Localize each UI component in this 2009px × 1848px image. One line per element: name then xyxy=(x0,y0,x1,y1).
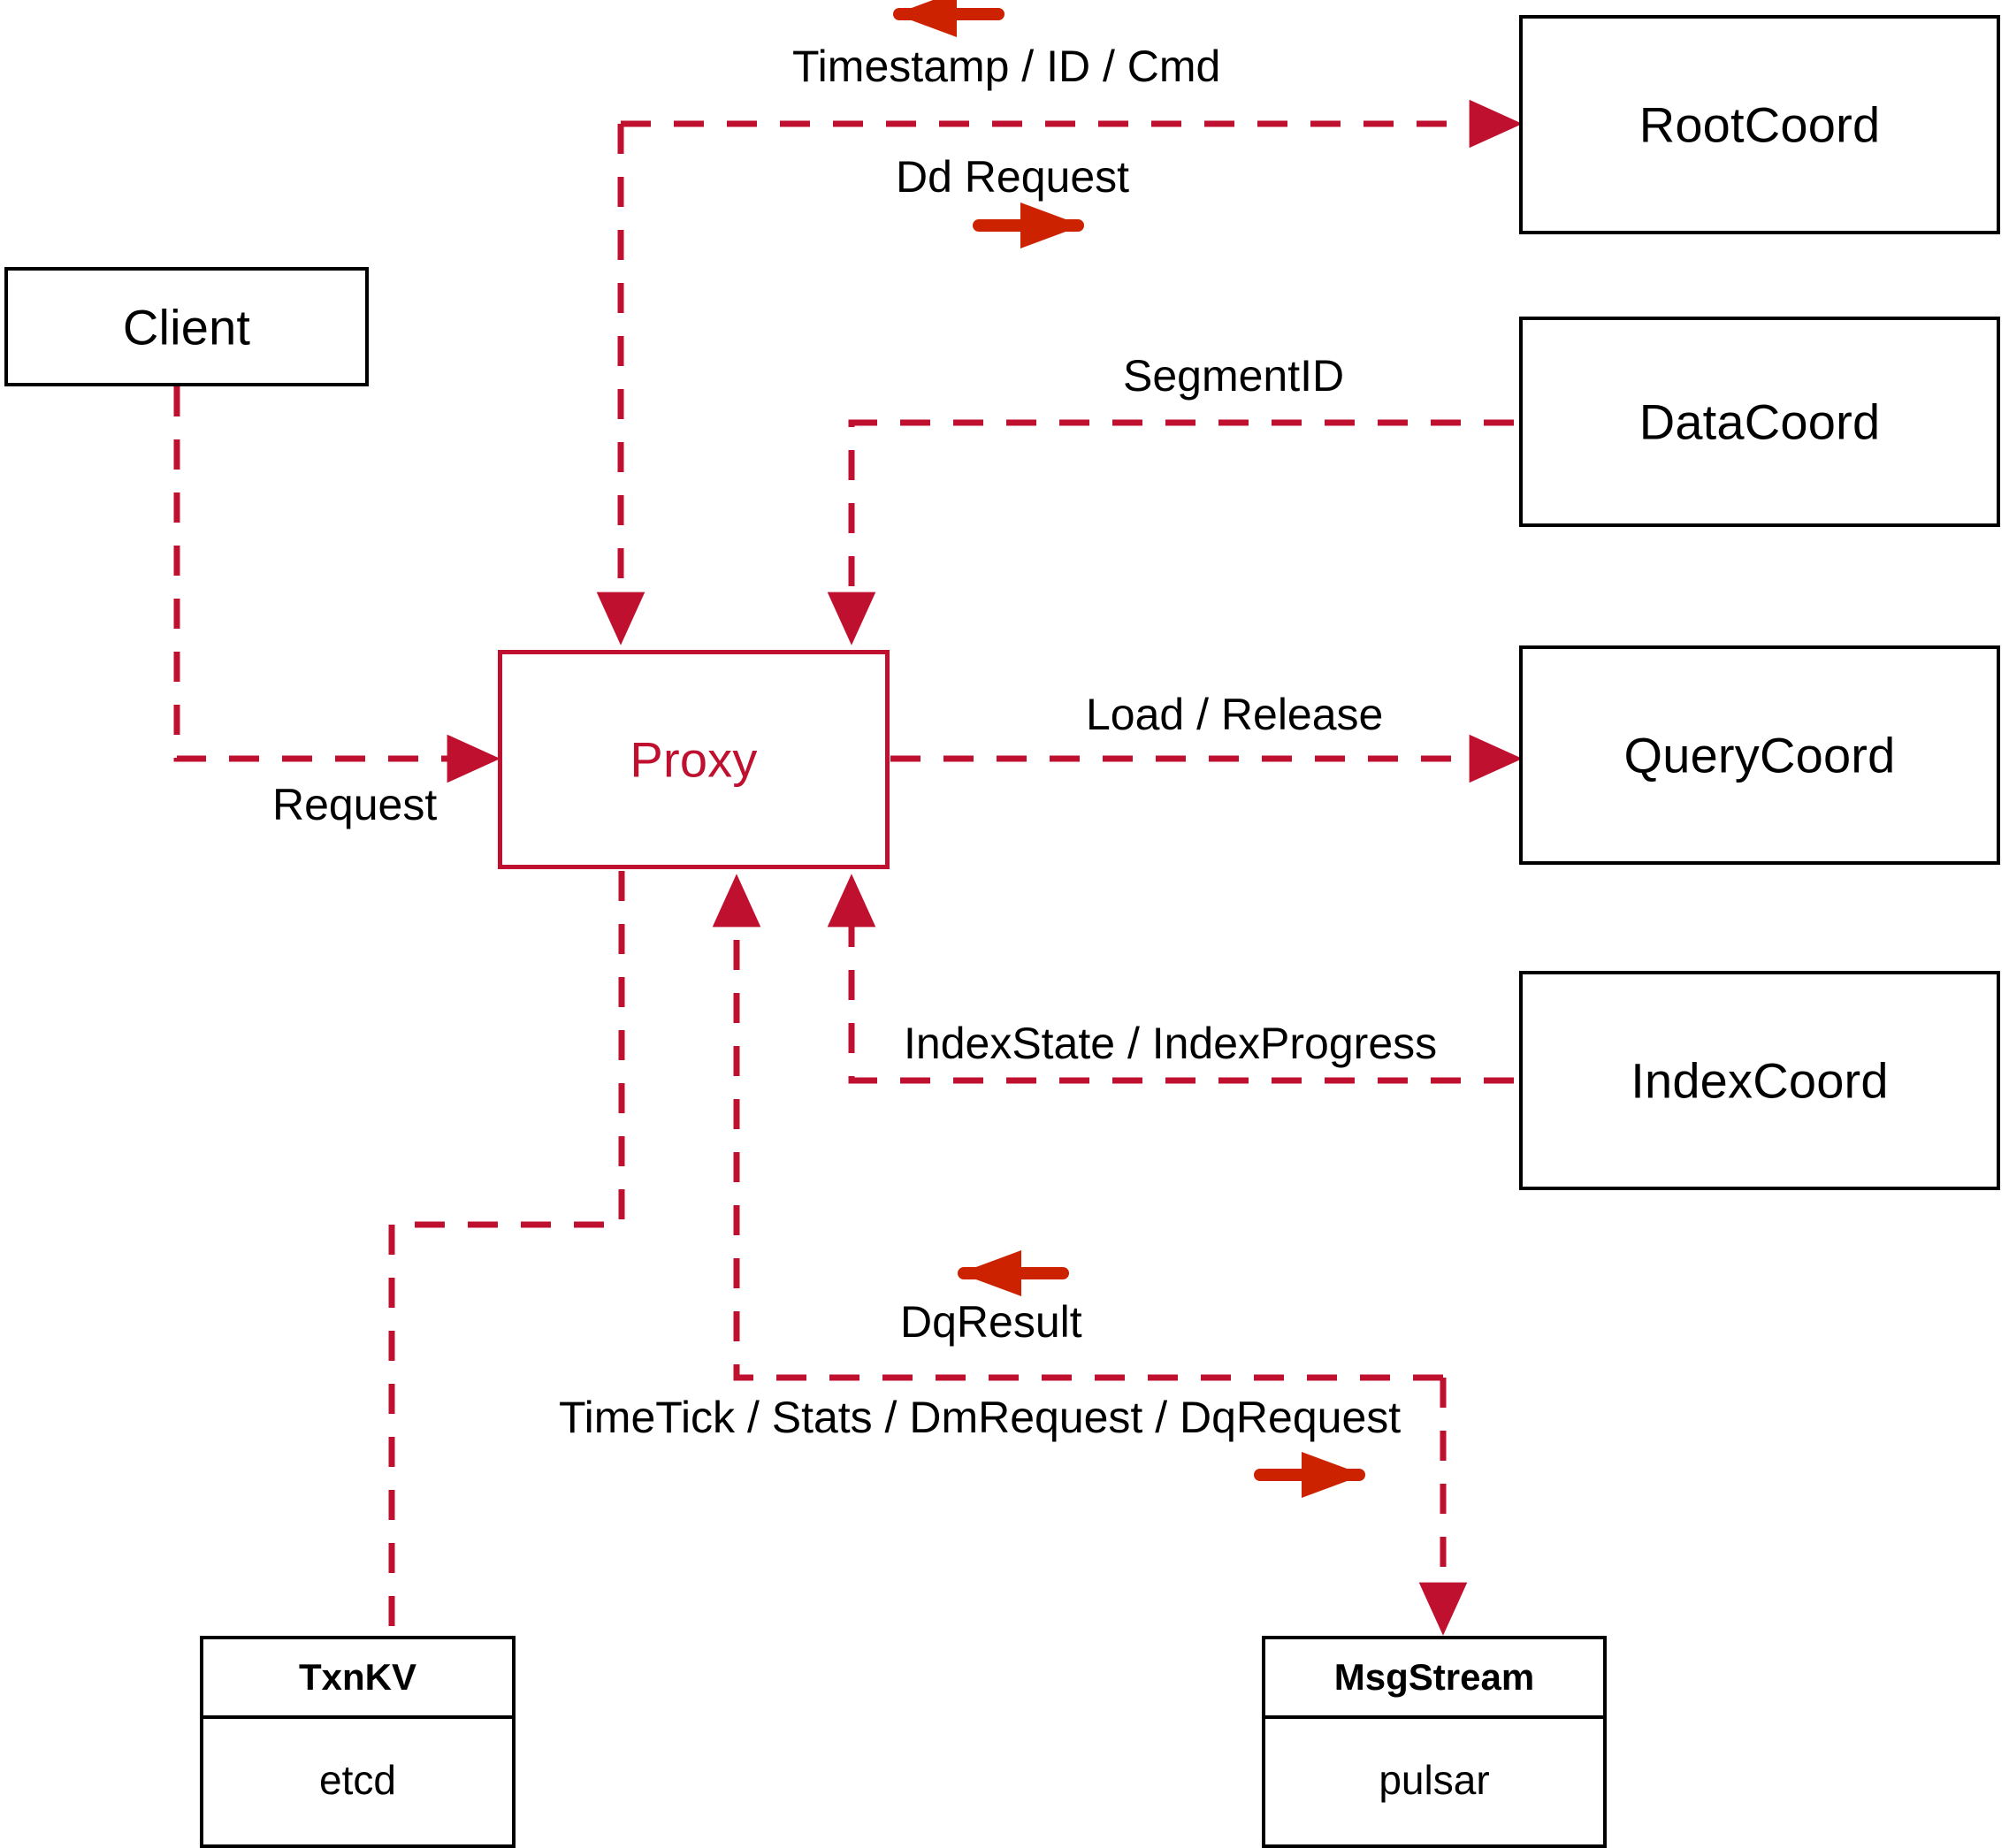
node-msgstream-impl: pulsar xyxy=(1379,1757,1490,1803)
node-root-coord-label: RootCoord xyxy=(1639,96,1881,153)
node-client[interactable]: Client xyxy=(4,267,369,386)
edge-label-dq-result: DqResult xyxy=(900,1297,1082,1347)
arrow-timestamp-left xyxy=(893,0,1004,37)
node-msgstream-title: MsgStream xyxy=(1265,1639,1603,1719)
node-msgstream[interactable]: MsgStream pulsar xyxy=(1262,1636,1607,1848)
node-data-coord[interactable]: DataCoord xyxy=(1519,317,2000,527)
node-proxy[interactable]: Proxy xyxy=(498,650,890,869)
node-client-label: Client xyxy=(122,299,251,355)
node-data-coord-label: DataCoord xyxy=(1639,393,1881,450)
edge-label-segment-id: SegmentID xyxy=(1123,351,1345,401)
edge-label-timetick-stats: TimeTick / Stats / DmRequest / DqRequest xyxy=(559,1393,1402,1442)
node-query-coord[interactable]: QueryCoord xyxy=(1519,645,2000,865)
arrow-timetick-right xyxy=(1254,1452,1365,1498)
wire-dq-result xyxy=(712,874,1443,1381)
node-index-coord[interactable]: IndexCoord xyxy=(1519,971,2000,1190)
edge-label-load-release: Load / Release xyxy=(1086,690,1384,739)
wire-txnkv xyxy=(388,871,625,1638)
wire-request xyxy=(173,386,500,783)
wire-segment-id xyxy=(827,419,1514,645)
node-txnkv-title: TxnKV xyxy=(203,1639,512,1719)
node-txnkv[interactable]: TxnKV etcd xyxy=(200,1636,516,1848)
node-txnkv-impl: etcd xyxy=(319,1757,396,1803)
node-index-coord-label: IndexCoord xyxy=(1631,1052,1889,1109)
direction-arrows xyxy=(893,0,1365,1498)
arrow-dq-result-left xyxy=(958,1250,1069,1296)
edge-label-request: Request xyxy=(272,780,438,829)
node-proxy-label: Proxy xyxy=(630,731,758,788)
edge-label-dd-request: Dd Request xyxy=(896,152,1130,202)
node-root-coord[interactable]: RootCoord xyxy=(1519,15,2000,234)
node-query-coord-label: QueryCoord xyxy=(1623,727,1896,783)
edge-label-index-state: IndexState / IndexProgress xyxy=(904,1019,1438,1068)
arrow-dd-request-right xyxy=(973,202,1084,248)
edge-label-timestamp-id-cmd: Timestamp / ID / Cmd xyxy=(792,42,1221,91)
